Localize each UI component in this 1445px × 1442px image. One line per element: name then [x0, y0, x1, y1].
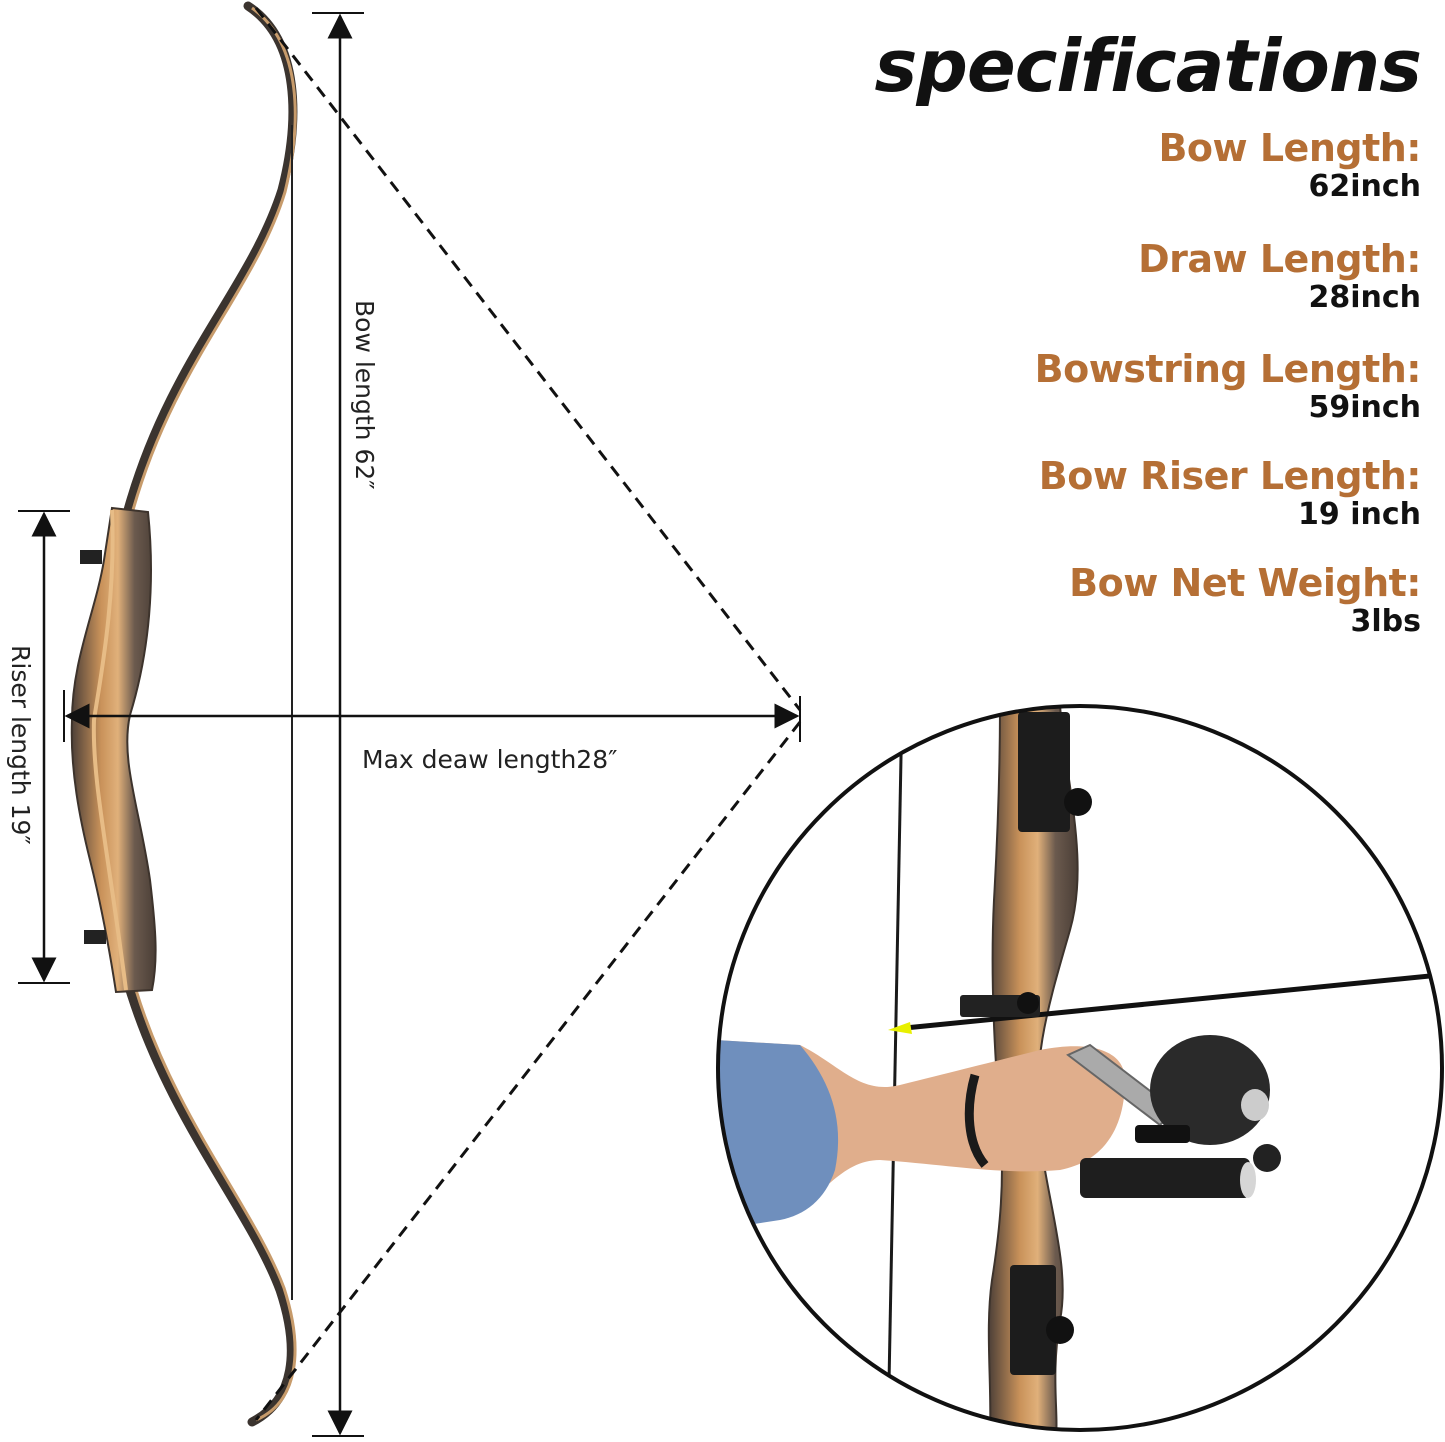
spec-value: 28inch: [1308, 279, 1421, 315]
spec-value: 19 inch: [1298, 496, 1421, 532]
photo-frame: [716, 704, 1444, 1432]
spec-value: 62inch: [1308, 168, 1421, 204]
draw-dashed-upper: [254, 7, 802, 711]
stabilizer-icon: [1080, 1144, 1281, 1198]
draw-length-dimension: Max deaw length28″: [63, 690, 801, 774]
lower-limb: [125, 985, 296, 1427]
draw-dashed-lower: [254, 721, 802, 1421]
spec-value: 59inch: [1308, 389, 1421, 425]
upper-limb: [123, 1, 298, 515]
bow-length-dimension: Bow length 62″: [312, 12, 379, 1437]
bow-riser: [70, 506, 157, 994]
spec-label: Draw Length:: [1138, 237, 1421, 281]
specifications-title: specifications: [874, 24, 1422, 108]
bow-length-label: Bow length 62″: [350, 300, 379, 490]
spec-label: Bow Riser Length:: [1038, 454, 1422, 498]
spec-label: Bow Length:: [1158, 126, 1421, 170]
spec-bow-net-weight: Bow Net Weight: 3lbs: [1069, 561, 1422, 639]
bow-reel-icon: [1066, 1035, 1270, 1145]
spec-bow-length: Bow Length: 62inch: [1158, 126, 1421, 204]
arrow-icon: [888, 972, 1441, 1034]
spec-bow-riser-length: Bow Riser Length: 19 inch: [1038, 454, 1422, 532]
spec-value: 3lbs: [1350, 603, 1422, 639]
spec-draw-length: Draw Length: 28inch: [1138, 237, 1421, 315]
riser-length-dimension: Riser length 19″: [6, 510, 70, 984]
spec-bowstring-length: Bowstring Length: 59inch: [1034, 347, 1422, 425]
riser-length-label: Riser length 19″: [6, 645, 35, 845]
recurve-bow-icon: [70, 1, 298, 1427]
archer-arm-icon: [718, 1040, 1125, 1230]
spec-label: Bow Net Weight:: [1069, 561, 1421, 605]
draw-length-label: Max deaw length28″: [362, 745, 617, 774]
spec-label: Bowstring Length:: [1034, 347, 1422, 391]
bow-closeup-photo: [716, 704, 1444, 1432]
